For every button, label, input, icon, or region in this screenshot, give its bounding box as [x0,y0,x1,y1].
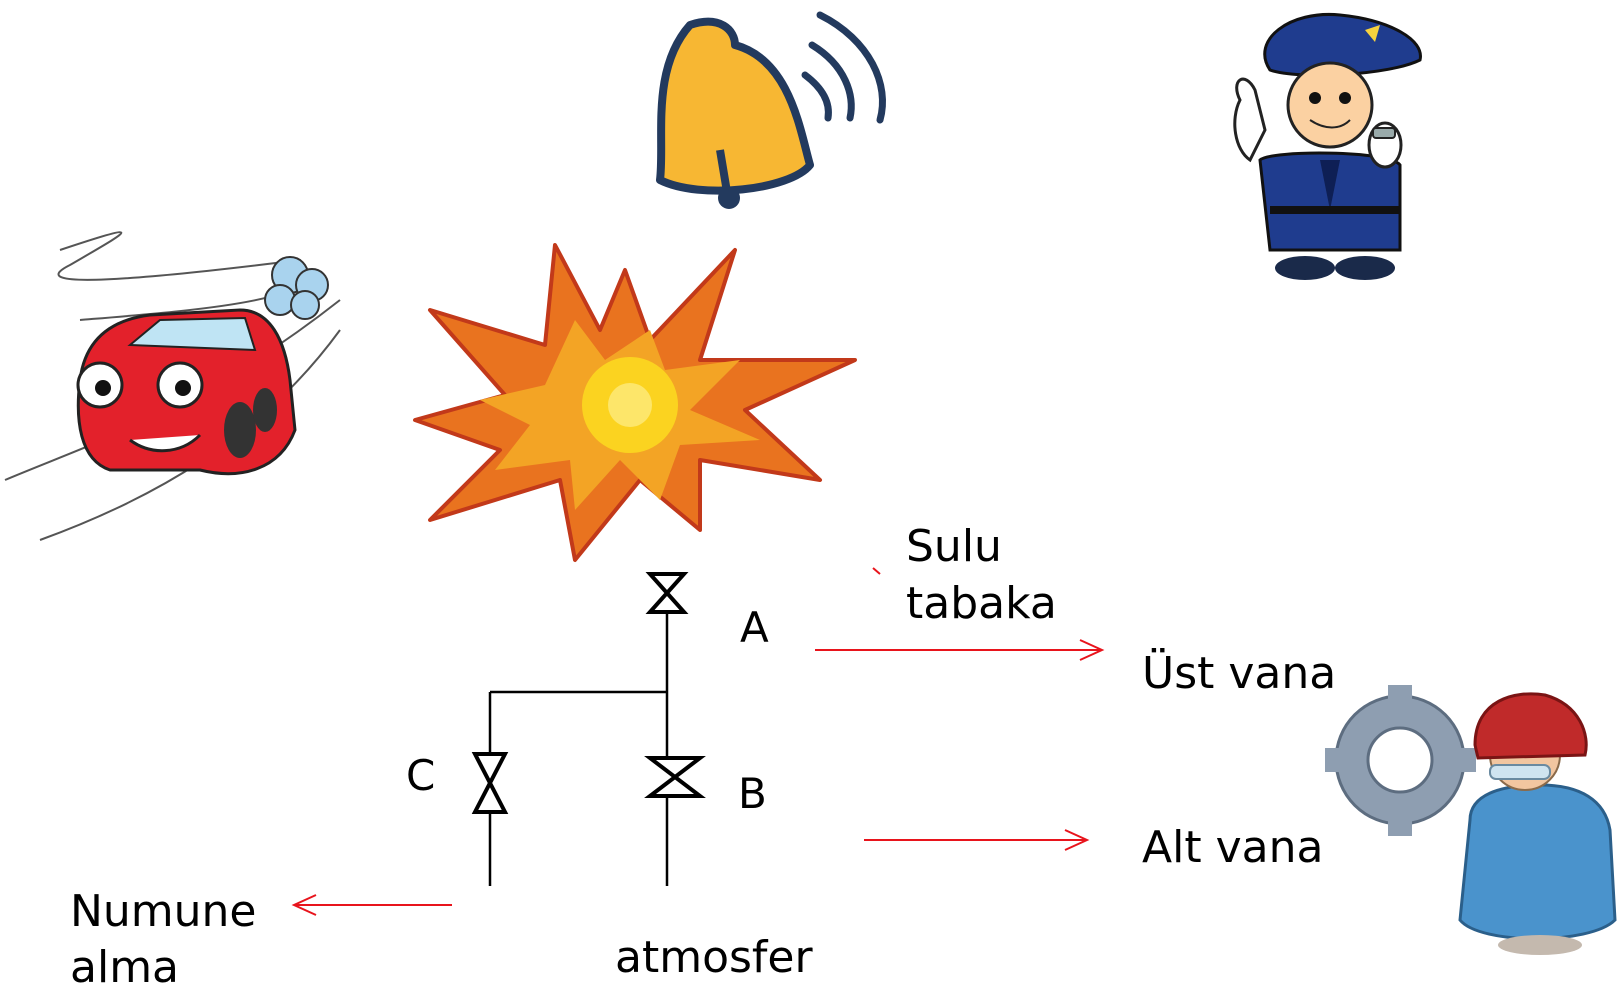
water-layer-label-line2: tabaka [906,578,1057,629]
red-mark [872,567,881,575]
atmosphere-label: atmosfer [615,932,813,983]
gear-icon [1325,685,1476,836]
valve-schematic [471,572,706,886]
arrow-sampling [291,894,452,916]
sampling-label-line2: alma [70,942,180,993]
upper-valve-label: Üst vana [1142,648,1337,699]
lower-valve-label: Alt vana [1142,822,1324,873]
arrow-lower-valve [864,829,1090,851]
valve-a-label: A [740,603,769,652]
valve-c-label: C [406,751,436,800]
valve-b-symbol [644,756,706,798]
explosion-icon [413,243,857,562]
valve-a-symbol [645,572,689,614]
bell-icon [656,11,886,209]
car-icon [4,231,341,541]
police-officer-icon [1233,12,1422,280]
water-layer-label-line1: Sulu [906,521,1002,572]
sampling-label-line1: Numune [70,886,257,937]
valve-b-label: B [738,769,767,818]
valve-c-symbol [471,752,509,814]
arrow-upper-valve [815,639,1105,661]
exhaust-cloud-icon [264,256,329,320]
worker-gear-icon [1325,685,1617,955]
